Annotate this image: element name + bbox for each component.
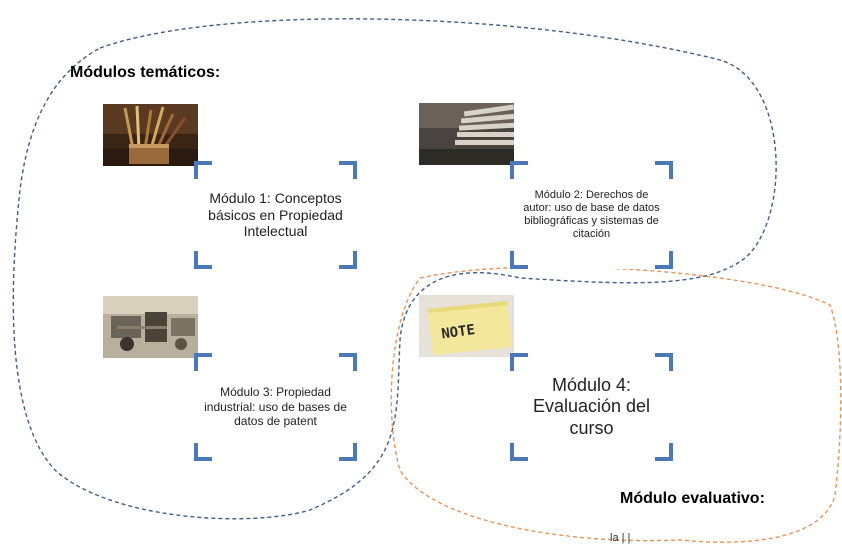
pencils-photo — [103, 104, 198, 166]
module-3-card: Módulo 3: Propiedad industrial: uso de b… — [194, 353, 357, 461]
module-4-label: Módulo 4: Evaluación del curso — [532, 374, 651, 438]
module-2-card: Módulo 2: Derechos de autor: uso de base… — [510, 161, 673, 269]
evaluativo-outline — [390, 266, 842, 543]
tematicos-heading: Módulos temáticos: — [70, 64, 221, 81]
module-3-label: Módulo 3: Propiedad industrial: uso de b… — [204, 385, 347, 429]
note-photo: NOTE — [419, 295, 514, 357]
machine-photo — [103, 296, 198, 358]
cut-off-text: la | | — [610, 532, 631, 544]
tematicos-outline — [12, 18, 777, 520]
books-photo — [419, 103, 514, 165]
module-2-label: Módulo 2: Derechos de autor: uso de base… — [523, 188, 660, 241]
module-1-label: Módulo 1: Conceptos básicos en Propiedad… — [208, 189, 343, 240]
note-text: NOTE — [440, 322, 476, 343]
module-4-card: Módulo 4: Evaluación del curso — [510, 353, 673, 461]
evaluativo-heading: Módulo evaluativo: — [620, 490, 765, 507]
module-1-card: Módulo 1: Conceptos básicos en Propiedad… — [194, 161, 357, 269]
